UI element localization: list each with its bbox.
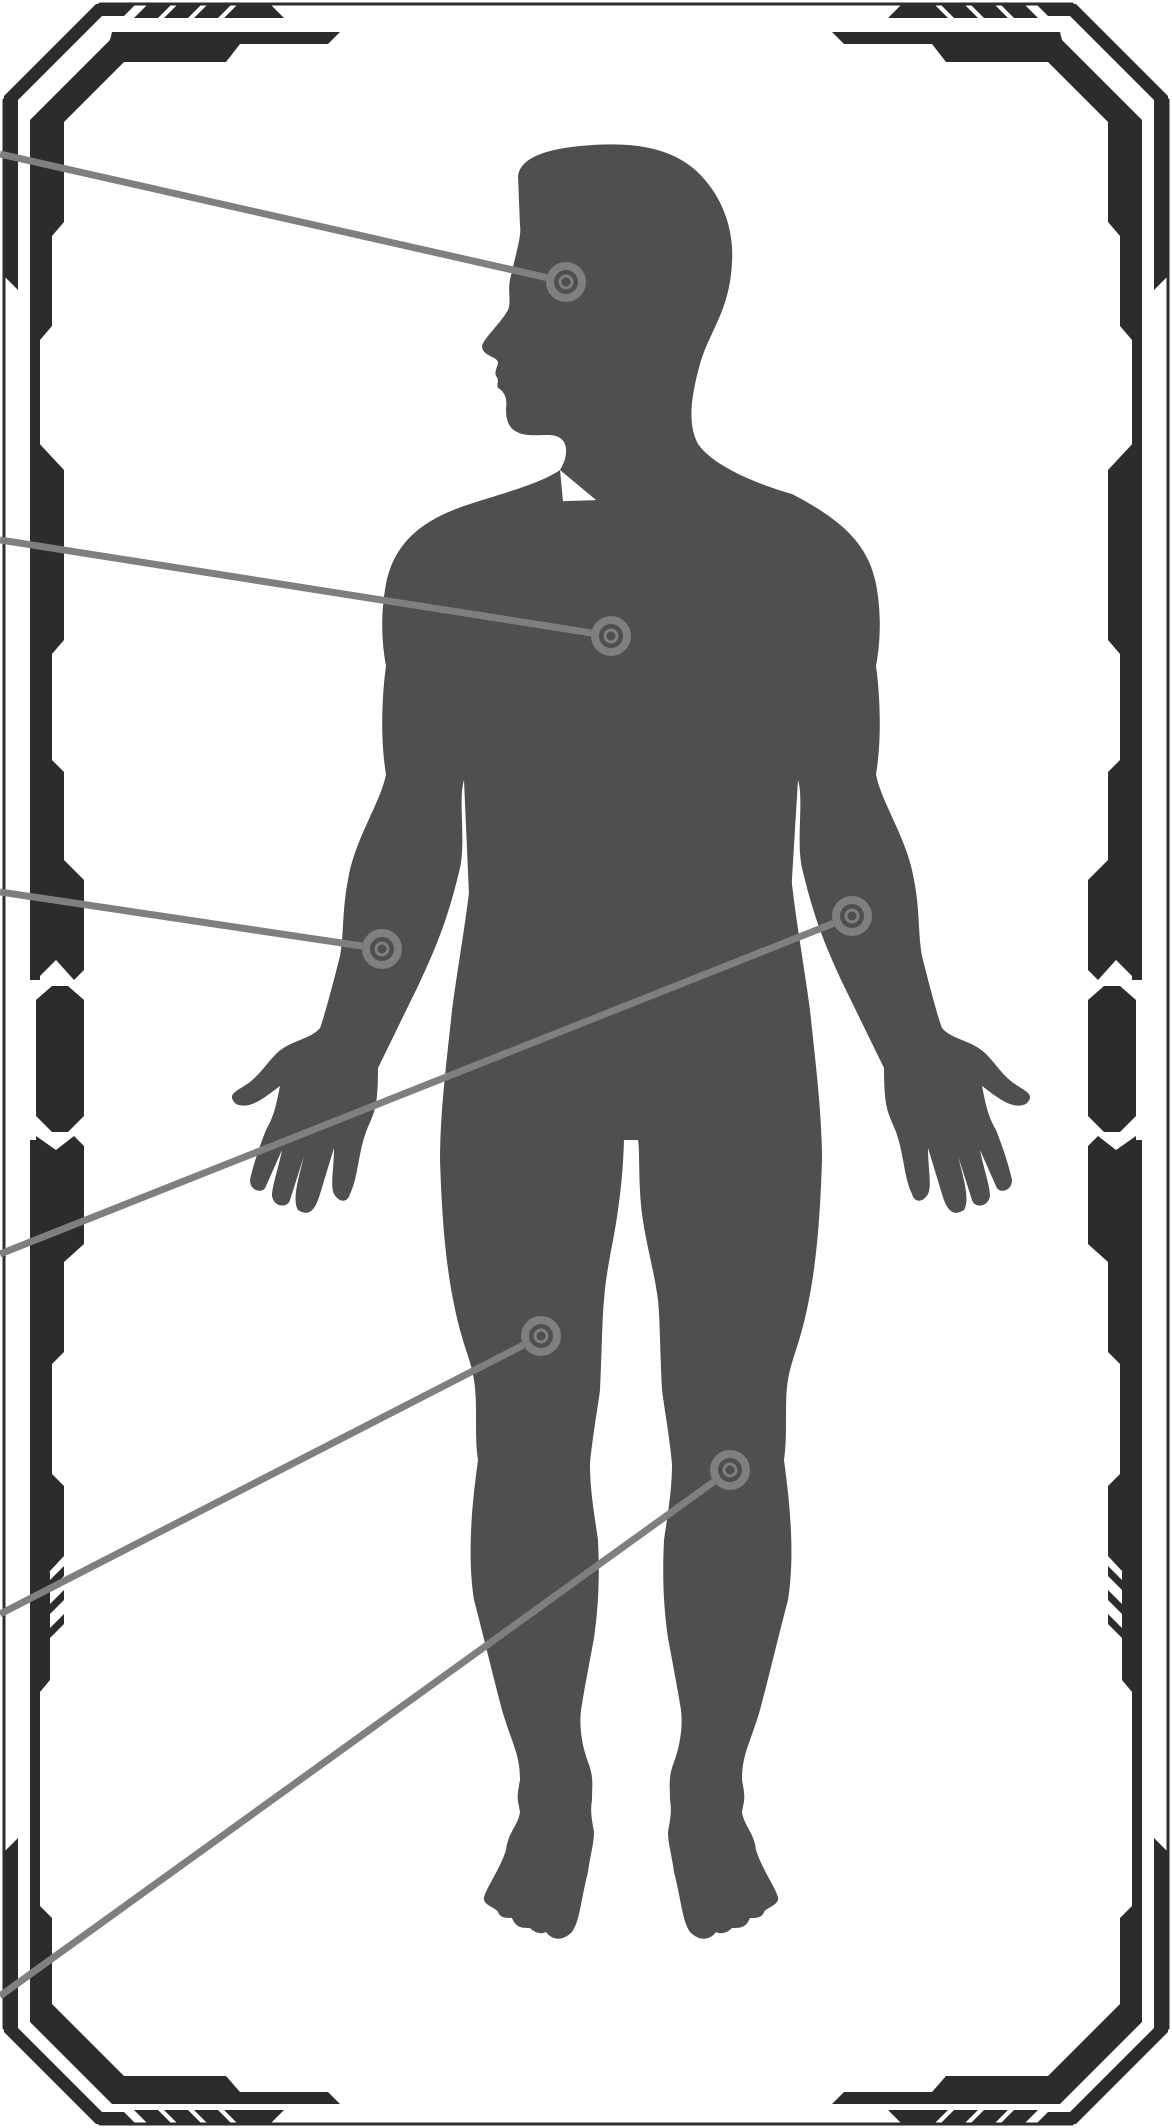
- frame-right-segment-mid: [1088, 986, 1136, 1132]
- frame-hatch-top-right: [888, 4, 1038, 18]
- frame-hatch-top-left: [134, 4, 284, 18]
- frame-left-segment-lower: [36, 1136, 84, 1586]
- callout-left-knee: [0, 1454, 746, 1996]
- human-silhouette: [232, 144, 1030, 1938]
- frame-left-segment-mid: [36, 986, 84, 1132]
- frame-right-segment-upper: [1088, 440, 1136, 980]
- frame-right-segment-lower: [1088, 1136, 1136, 1586]
- callout-line-right-thigh: [0, 1345, 523, 1614]
- frame-left-bar-lower: [30, 1140, 340, 2104]
- callout-head: [0, 154, 582, 298]
- frame-hatch-bottom-right: [888, 2110, 1038, 2124]
- frame-right-bar-lower: [832, 1140, 1142, 2104]
- silhouette-head: [482, 144, 792, 520]
- callout-line-head: [0, 154, 546, 278]
- frame-hatch-bottom-left: [134, 2110, 284, 2124]
